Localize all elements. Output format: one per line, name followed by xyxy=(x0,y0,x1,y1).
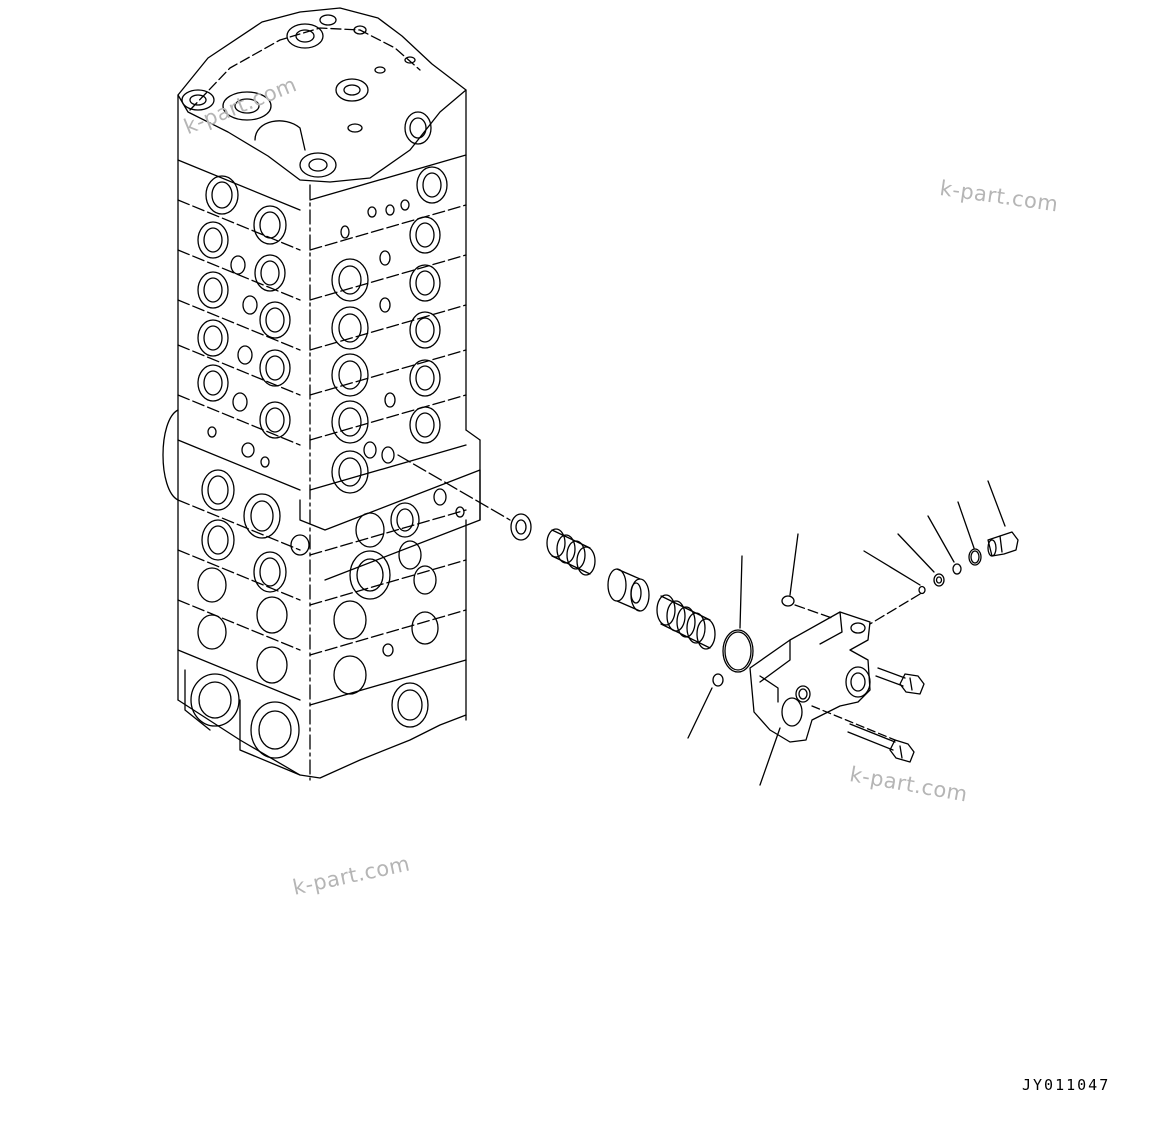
washer-small xyxy=(927,515,962,575)
adjust-nut xyxy=(897,533,945,587)
seal-ring xyxy=(510,513,532,541)
spring-small xyxy=(656,594,716,650)
drawing-code-label: JY011047 xyxy=(1022,1076,1111,1094)
o-ring-large xyxy=(722,555,754,673)
valve-cover-block xyxy=(749,611,871,786)
bolt-upper xyxy=(875,667,925,695)
plug xyxy=(987,480,1019,557)
relief-poppet xyxy=(863,550,926,625)
o-ring-small xyxy=(687,673,724,739)
spring-large xyxy=(546,528,596,576)
o-ring-plug xyxy=(957,501,982,566)
o-ring-cover-top xyxy=(781,533,833,619)
control-valve-body xyxy=(162,7,511,781)
retainer-sleeve xyxy=(607,568,650,612)
bolt-lower xyxy=(811,705,915,763)
